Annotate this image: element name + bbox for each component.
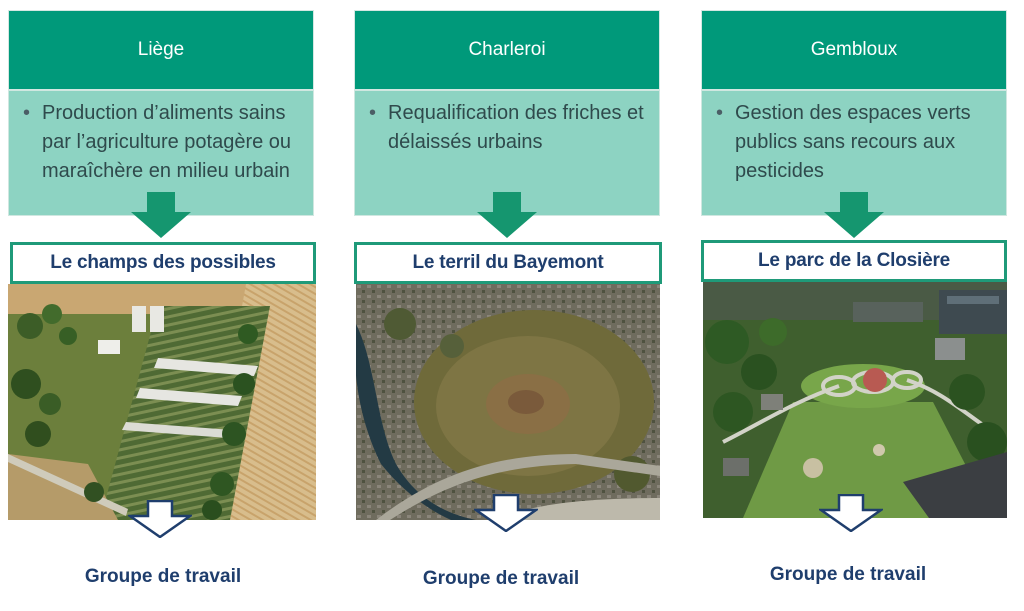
site-label-liege: Le champs des possibles xyxy=(10,242,316,284)
site-photo-liege xyxy=(8,284,316,520)
site-photo-gembloux xyxy=(703,282,1007,518)
description-text-charleroi: Requalification des friches et délaissés… xyxy=(388,102,644,153)
city-header-gembloux: Gembloux xyxy=(701,10,1007,90)
outcome-label-gembloux: Groupe de travail xyxy=(769,564,927,585)
arrow-down-icon xyxy=(824,192,884,238)
site-photo-charleroi xyxy=(356,284,660,520)
arrow-down-icon xyxy=(131,192,191,238)
bullet-icon: • xyxy=(716,102,724,124)
site-label-charleroi: Le terril du Bayemont xyxy=(354,242,662,284)
bullet-icon: • xyxy=(23,102,31,124)
site-label-gembloux: Le parc de la Closière xyxy=(701,240,1007,282)
arrow-down-outline-icon xyxy=(474,494,538,532)
arrow-down-outline-icon xyxy=(819,494,883,532)
column-liege: Liège • Production d’aliments sains par … xyxy=(8,0,316,611)
arrow-down-icon xyxy=(477,192,537,238)
arrow-down-outline-icon xyxy=(128,500,192,538)
column-charleroi: Charleroi • Requalification des friches … xyxy=(354,0,662,611)
bullet-icon: • xyxy=(369,102,377,124)
city-header-charleroi: Charleroi xyxy=(354,10,660,90)
outcome-label-charleroi: Groupe de travail xyxy=(422,568,580,589)
description-text-gembloux: Gestion des espaces verts publics sans r… xyxy=(735,102,971,182)
city-header-liege: Liège xyxy=(8,10,314,90)
description-box-charleroi: • Requalification des friches et délaiss… xyxy=(354,90,660,216)
column-gembloux: Gembloux • Gestion des espaces verts pub… xyxy=(701,0,1007,611)
outcome-label-liege: Groupe de travail xyxy=(84,566,242,587)
description-text-liege: Production d’aliments sains par l’agricu… xyxy=(42,102,292,182)
